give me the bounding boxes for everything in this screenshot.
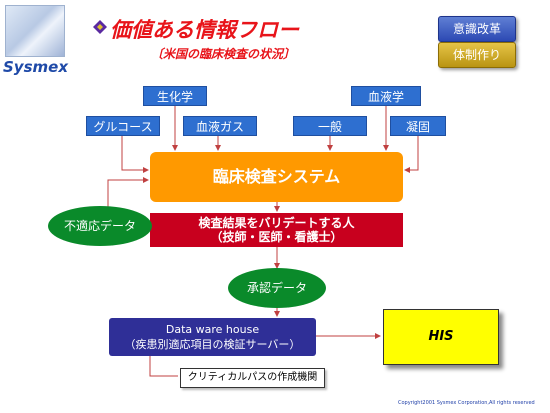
source-hematology: 血液学 bbox=[351, 86, 421, 106]
awareness-reform-button[interactable]: 意識改革 bbox=[438, 16, 516, 42]
copyright-notice: Copyright2001 Sysmex Corporation,All rig… bbox=[398, 400, 535, 406]
data-warehouse-box: Data ware house （疾患別適応項目の検証サーバー） bbox=[109, 318, 316, 356]
source-glucose: グルコース bbox=[86, 116, 160, 136]
page-subtitle: 〔米国の臨床検査の状況〕 bbox=[151, 47, 296, 61]
page-title: 価値ある情報フロー bbox=[110, 18, 299, 42]
source-biochemistry: 生化学 bbox=[143, 86, 207, 106]
diamond-bullet-icon bbox=[93, 20, 107, 34]
his-box: HIS bbox=[383, 309, 499, 365]
logo: Sysmex bbox=[3, 58, 68, 76]
rejected-data-ellipse: 不適応データ bbox=[48, 206, 152, 246]
clinical-lab-system: 臨床検査システム bbox=[150, 152, 403, 202]
source-blood-gas: 血液ガス bbox=[183, 116, 257, 136]
dwh-line1: Data ware house bbox=[165, 323, 260, 336]
dwh-line2: （疾患別適応項目の検証サーバー） bbox=[124, 338, 301, 351]
critical-path-box: クリティカルパスの作成機関 bbox=[180, 368, 325, 388]
validator-line2: （技師・医師・看護士） bbox=[210, 230, 343, 244]
logo-image bbox=[5, 5, 65, 57]
validator-box: 検査結果をバリデートする人 （技師・医師・看護士） bbox=[150, 213, 403, 247]
system-building-button[interactable]: 体制作り bbox=[438, 42, 516, 68]
approved-data-ellipse: 承認データ bbox=[228, 268, 326, 308]
source-coagulation: 凝固 bbox=[390, 116, 446, 136]
validator-line1: 検査結果をバリデートする人 bbox=[198, 216, 355, 230]
source-general: 一般 bbox=[293, 116, 367, 136]
